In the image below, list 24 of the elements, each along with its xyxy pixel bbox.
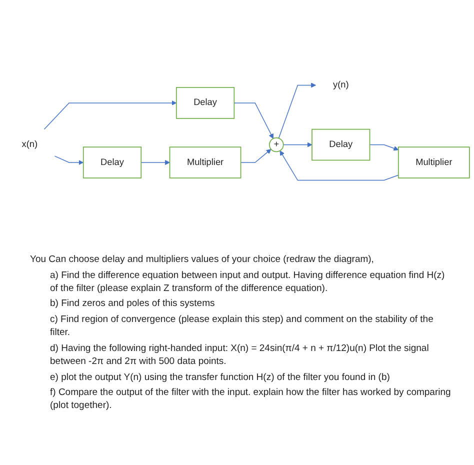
- question-item: f) Compare the output of the filter with the input. explain how the filter has worked by comparing (plot together).: [50, 387, 452, 413]
- arrow: [140, 160, 170, 166]
- arrow: [234, 102, 274, 139]
- node-text: y(n): [332, 80, 349, 90]
- question-item: d) Having the following right-handed input: X(n) = 24sin(π/4 + n + π/12)u(n) Plot the signal between -2π and 2π with 500 data points.: [50, 342, 430, 368]
- arrow: [278, 82, 316, 139]
- question-item: c) Find region of convergence (please explain this step) and comment on the stability of the filter.: [50, 314, 434, 340]
- arrow: [369, 144, 399, 151]
- node-text: x(n): [22, 140, 38, 150]
- arrow: [44, 100, 177, 130]
- arrow: [54, 156, 84, 166]
- node-box: Multiplier: [398, 146, 470, 178]
- node-box: Multiplier: [169, 146, 242, 178]
- arrow: [240, 149, 272, 163]
- node-box: Delay: [312, 128, 370, 161]
- node-circle: +: [268, 137, 284, 152]
- arrow: [282, 142, 312, 148]
- instruction-text: You Can choose delay and multipliers values of your choice (redraw the diagram),: [30, 254, 375, 267]
- arrow: [280, 150, 399, 181]
- question-item: e) plot the output Y(n) using the transfer function H(z) of the filter you found in (b): [50, 372, 391, 384]
- node-box: Delay: [176, 87, 235, 119]
- question-item: b) Find zeros and poles of this systems: [50, 298, 216, 312]
- question-item: a) Find the difference equation between input and output. Having difference equation find H(z) of the filter (please explain Z transform of the difference equation).: [50, 270, 446, 296]
- node-box: Delay: [82, 146, 142, 178]
